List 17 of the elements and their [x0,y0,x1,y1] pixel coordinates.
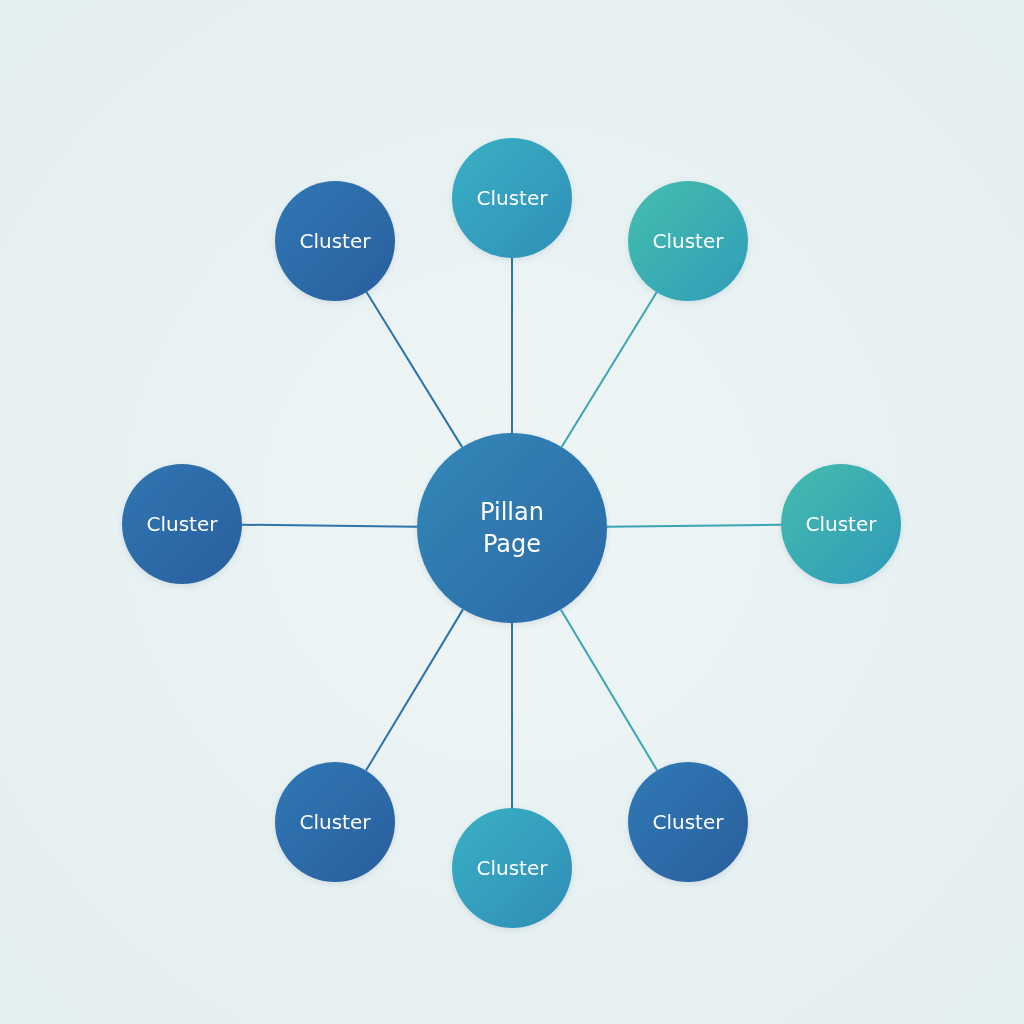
node-label: Pillan Page [479,496,545,560]
connector-line [560,291,658,448]
node-label: Cluster [475,854,549,882]
connector-line [241,523,418,528]
node-label: Cluster [475,184,549,212]
connector-line [365,291,464,449]
connector-line [511,622,513,809]
connector-line [364,608,464,772]
connector-line [559,608,659,772]
node-label: Cluster [651,808,725,836]
connector-line [511,257,513,434]
connector-line [606,523,782,528]
node-label: Cluster [298,227,372,255]
node-label: Cluster [651,227,725,255]
node-label: Cluster [298,808,372,836]
node-label: Cluster [804,510,878,538]
node-label: Cluster [145,510,219,538]
